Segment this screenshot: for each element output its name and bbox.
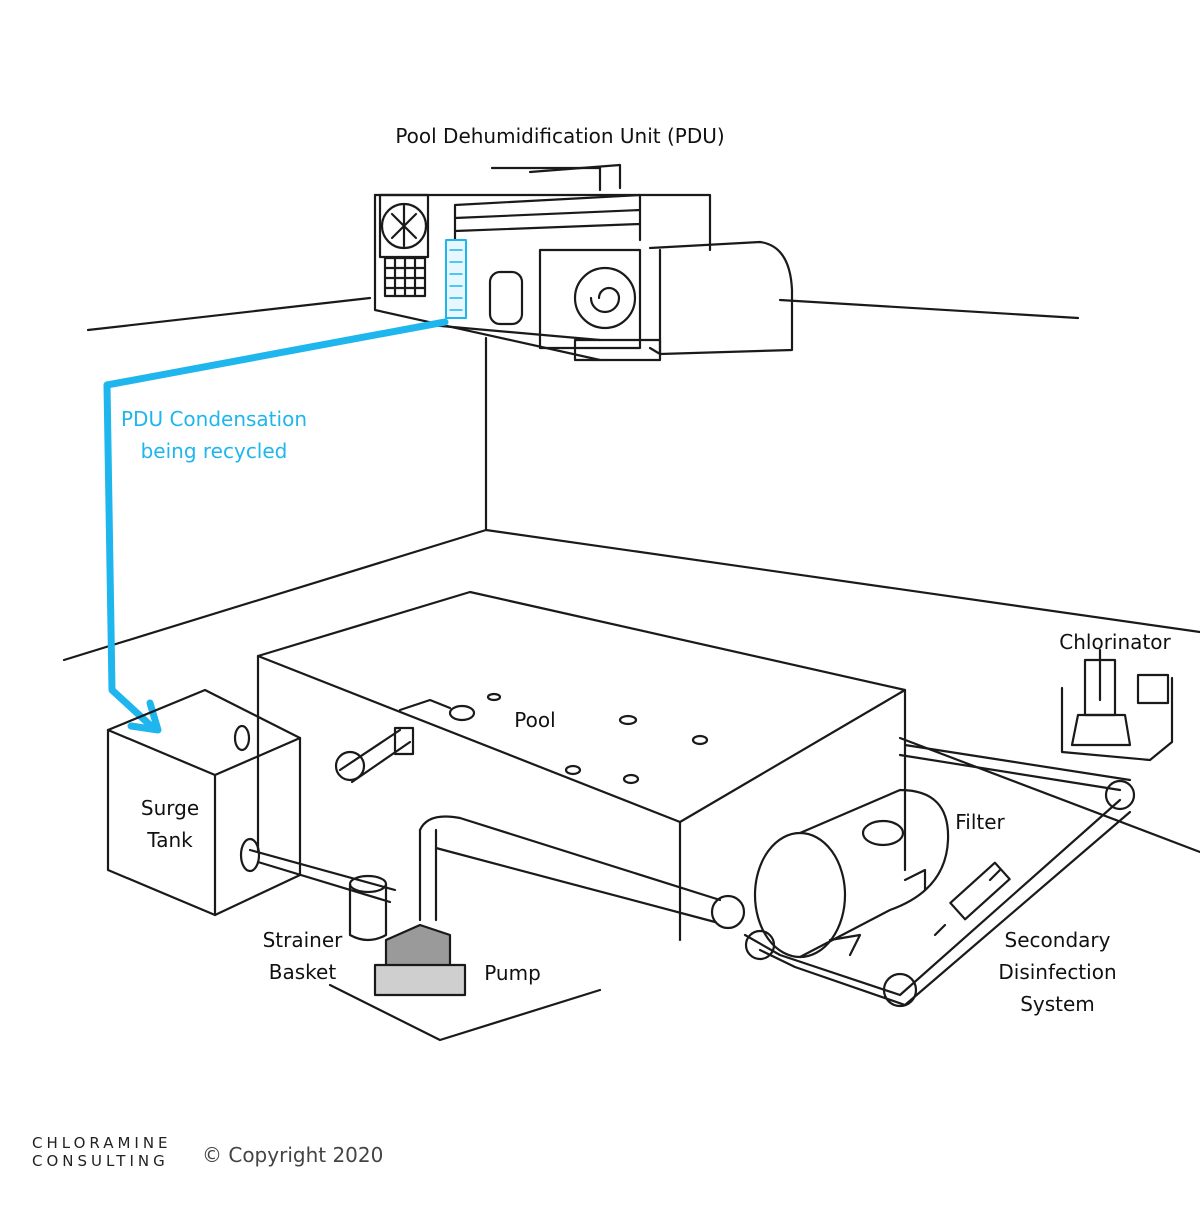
surge-tank-label-line2: Tank [147,828,193,852]
pump-shape [328,874,602,1042]
strainer-basket-label-line1: Strainer [262,928,343,952]
filter-shape [753,788,950,959]
room-outline [62,296,1200,854]
pdu-unit [373,163,794,362]
company-logo-line2: CONSULTING [32,1152,169,1170]
pool-label: Pool [500,704,570,736]
company-logo: CHLORAMINE CONSULTING [32,1134,172,1170]
pdu-label: Pool Dehumidification Unit (PDU) [360,120,760,152]
secondary-disinfection-label-line3: System [1020,992,1095,1016]
condensation-label: PDU Condensation being recycled [104,403,324,467]
secondary-disinfection-label-line1: Secondary [1004,928,1111,952]
company-logo-line1: CHLORAMINE [32,1134,172,1152]
chlorinator-label: Chlorinator [1050,626,1180,658]
secondary-disinfection-label-line2: Disinfection [998,960,1117,984]
pdu-label-text: Pool Dehumidification Unit (PDU) [395,124,725,148]
filter-label-text: Filter [955,810,1005,834]
surge-tank-label: Surge Tank [130,792,210,856]
secondary-disinfection-label: Secondary Disinfection System [990,924,1125,1020]
pipes [239,726,1136,1008]
secondary-disinfection-shape [933,861,1011,937]
pump-label: Pump [475,957,550,989]
pool-label-text: Pool [514,708,556,732]
condensation-line [103,318,449,734]
pump-label-text: Pump [484,961,541,985]
strainer-basket-label: Strainer Basket [255,924,350,988]
strainer-basket-label-line2: Basket [268,960,337,984]
pool-outline [256,590,907,942]
chlorinator-label-text: Chlorinator [1059,630,1171,654]
condensation-label-line2: being recycled [140,439,288,463]
condensation-label-line1: PDU Condensation [121,407,307,431]
surge-tank-label-line1: Surge [140,796,200,820]
filter-label: Filter [945,806,1015,838]
chlorinator-shape [1060,648,1174,762]
copyright-text: © Copyright 2020 [202,1143,384,1167]
